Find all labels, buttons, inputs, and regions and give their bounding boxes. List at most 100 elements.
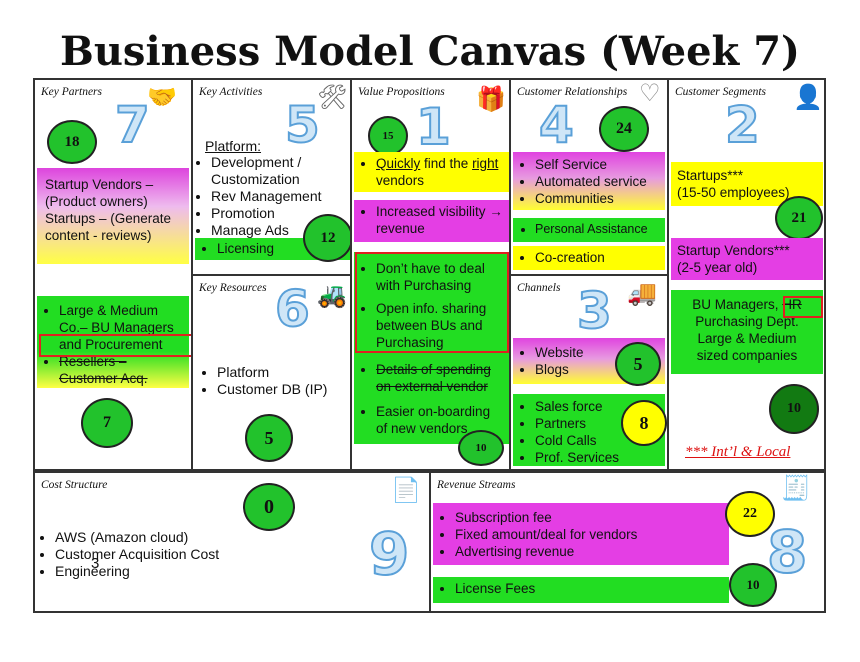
cost-structure-panel: Cost Structure 9 📄 0 AWS (Amazon cloud) … <box>33 471 431 613</box>
partners-band-startups: Startup Vendors – (Product owners) Start… <box>37 168 189 264</box>
revenue-item: Subscription fee <box>455 509 723 526</box>
customer-segments-panel: Customer Segments 2 👤 Startups*** (15-50… <box>667 78 826 471</box>
activity-item: Promotion <box>211 205 345 222</box>
resources-list: Platform Customer DB (IP) <box>201 364 351 398</box>
value-item-quickly: Quickly <box>376 156 421 171</box>
truck-icon: 🚚 <box>627 280 657 307</box>
block-number: 7 <box>114 96 151 154</box>
count-circle: 5 <box>245 414 293 462</box>
relationship-item: Communities <box>535 190 659 207</box>
relationship-item: Co-creation <box>535 249 659 266</box>
page-title: Business Model Canvas (Week 7) <box>60 28 800 75</box>
value-item: Increased visibility → revenue <box>376 203 503 237</box>
segment-bu-line: BU Managers, <box>692 297 783 312</box>
block-number: 3 <box>576 282 613 340</box>
panel-header: Key Resources <box>199 282 267 294</box>
panel-header: Key Partners <box>41 86 103 98</box>
worker-icon: 🛠 <box>317 84 348 111</box>
value-item: Easier on-boarding of new vendors <box>376 403 503 437</box>
relationship-item: Self Service <box>535 156 659 173</box>
gift-icon: 🎁 <box>476 86 506 113</box>
value-band-green: Don’t have to deal with Purchasing Open … <box>354 252 509 444</box>
revenue-item: License Fees <box>455 580 723 597</box>
channel-item: Blogs <box>535 361 659 378</box>
activity-item: Manage Ads <box>211 222 345 239</box>
block-number: 5 <box>284 96 321 154</box>
panel-header: Value Propositions <box>358 86 445 98</box>
revenue-item: Advertising revenue <box>455 543 723 560</box>
cost-overlay-number: 3 <box>91 555 100 572</box>
key-activities-panel: Key Activities 5 🛠 Platform: Development… <box>191 78 353 276</box>
customer-relationships-panel: Customer Relationships 4 ♡ 24 Self Servi… <box>509 78 669 276</box>
platform-label: Platform: <box>205 138 262 154</box>
activities-list: Development / Customization Rev Manageme… <box>195 154 345 239</box>
person-icon: 👤 <box>793 84 823 111</box>
count-circle: 5 <box>615 342 661 386</box>
activity-item: Licensing <box>217 240 344 257</box>
footnote: *** Int’l & Local <box>685 444 791 460</box>
count-circle: 18 <box>47 120 97 164</box>
panel-header: Customer Segments <box>675 86 767 98</box>
partner-item: Large & Medium Co.– BU Managers and Proc… <box>59 302 183 353</box>
panel-header: Customer Relationships <box>517 86 628 98</box>
key-resources-panel: Key Resources 6 🚜 Platform Customer DB (… <box>191 274 352 471</box>
receipt-icon: 📄 <box>391 477 421 504</box>
block-number: 6 <box>274 280 311 338</box>
license-band: License Fees <box>433 577 729 603</box>
count-circle: 15 <box>368 116 408 156</box>
resource-item: Customer DB (IP) <box>217 381 351 398</box>
segment-bu: BU Managers, HR Purchasing Dept. Large &… <box>671 290 823 374</box>
count-circle: 10 <box>729 563 777 607</box>
channel-item: Prof. Services <box>535 449 659 466</box>
channels-panel: Channels 3 🚚 Website Blogs 5 Sales force… <box>509 274 669 471</box>
cost-list: AWS (Amazon cloud) Customer Acquisition … <box>39 529 339 580</box>
value-item: Open info. sharing between BUs and Purch… <box>376 300 503 351</box>
relationships-band: Self Service Automated service Communiti… <box>513 152 665 210</box>
activity-item: Rev Management <box>211 188 345 205</box>
count-circle: 8 <box>621 400 667 446</box>
segment-bu-hr: HR <box>782 297 802 312</box>
cocreation-band: Co-creation <box>513 246 665 270</box>
count-circle: 0 <box>243 483 295 531</box>
panel-header: Key Activities <box>199 86 263 98</box>
value-item: Don’t have to deal with Purchasing <box>376 260 503 294</box>
channel-item: Sales force <box>535 398 659 415</box>
partner-item: Startups – (Generate content - reviews) <box>45 211 172 243</box>
cost-item: Engineering <box>55 563 339 580</box>
revenue-item: Fixed amount/deal for vendors <box>455 526 723 543</box>
relationship-item: Personal Assistance <box>535 221 659 238</box>
panel-header: Channels <box>517 282 561 294</box>
highlight-outline <box>39 334 196 357</box>
value-item: Quickly find the right vendors <box>376 155 503 189</box>
partner-item-struck: Resellers – Customer Acq. <box>59 353 183 387</box>
handshake-icon: 🤝 <box>147 84 177 111</box>
count-circle: 21 <box>775 196 823 240</box>
revenue-streams-panel: Revenue Streams 8 🧾 Subscription fee Fix… <box>429 471 826 613</box>
value-band-find: Quickly find the right vendors <box>354 152 509 192</box>
panel-header: Cost Structure <box>41 479 108 491</box>
count-circle: 7 <box>81 398 133 448</box>
partner-item: Startup Vendors – (Product owners) <box>45 177 154 209</box>
segment-vendors: Startup Vendors*** (2-5 year old) <box>671 238 823 280</box>
highlight-outline <box>783 296 823 318</box>
relationship-item: Automated service <box>535 173 659 190</box>
block-number: 2 <box>724 96 761 154</box>
channel-item: Partners <box>535 415 659 432</box>
channel-item: Website <box>535 344 659 361</box>
activity-item: Development / Customization <box>211 154 345 188</box>
key-partners-panel: Key Partners 7 🤝 18 Startup Vendors – (P… <box>33 78 196 471</box>
cost-item: Customer Acquisition Cost <box>55 546 339 563</box>
value-band-visibility: Increased visibility → revenue <box>354 200 509 242</box>
resource-item: Platform <box>217 364 351 381</box>
panel-header: Revenue Streams <box>437 479 516 491</box>
channel-item: Cold Calls <box>535 432 659 449</box>
cash-register-icon: 🧾 <box>781 475 811 502</box>
count-circle: 22 <box>725 491 775 537</box>
segment-bu-rest: Purchasing Dept. Large & Medium sized co… <box>695 314 799 363</box>
count-circle: 24 <box>599 106 649 152</box>
partners-band-large: Large & Medium Co.– BU Managers and Proc… <box>37 296 189 388</box>
count-circle: 12 <box>303 214 353 262</box>
forklift-icon: 🚜 <box>317 282 347 309</box>
block-number: 1 <box>415 98 452 156</box>
value-item-vendors: vendors <box>376 173 425 188</box>
